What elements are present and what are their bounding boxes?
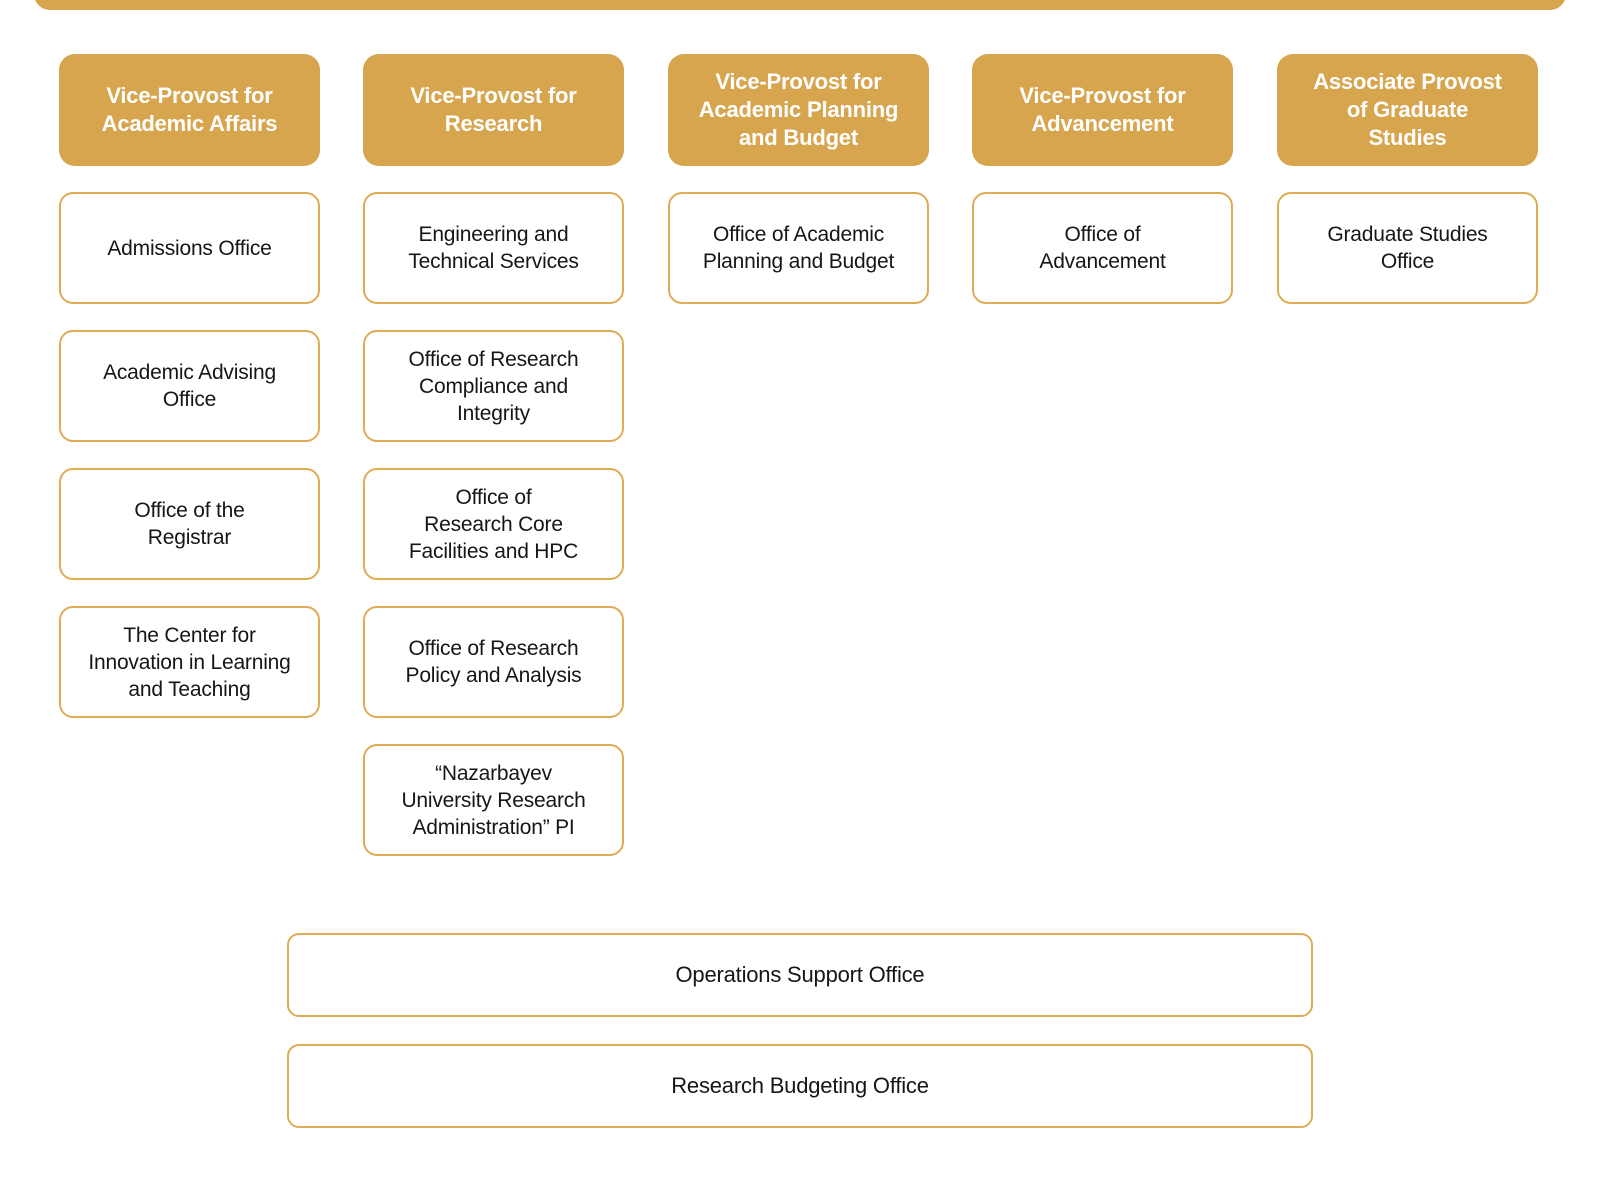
office-box-nu-research-administration-pi: “Nazarbayev University Research Administ… <box>363 744 624 856</box>
header-box-research: Vice-Provost for Research <box>363 54 624 166</box>
office-box-graduate-studies: Graduate Studies Office <box>1277 192 1538 304</box>
office-box-academic-advising: Academic Advising Office <box>59 330 320 442</box>
header-box-advancement: Vice-Provost for Advancement <box>972 54 1233 166</box>
footer-box-operations-support: Operations Support Office <box>287 933 1313 1017</box>
office-box-research-core-facilities-hpc: Office of Research Core Facilities and H… <box>363 468 624 580</box>
column-academic-affairs: Vice-Provost for Academic Affairs Admiss… <box>59 54 320 718</box>
office-box-admissions: Admissions Office <box>59 192 320 304</box>
office-box-research-policy-analysis: Office of Research Policy and Analysis <box>363 606 624 718</box>
office-box-registrar: Office of the Registrar <box>59 468 320 580</box>
footer-box-research-budgeting: Research Budgeting Office <box>287 1044 1313 1128</box>
column-academic-planning-budget: Vice-Provost for Academic Planning and B… <box>668 54 929 304</box>
column-research: Vice-Provost for Research Engineering an… <box>363 54 624 856</box>
header-box-academic-affairs: Vice-Provost for Academic Affairs <box>59 54 320 166</box>
office-box-engineering-technical-services: Engineering and Technical Services <box>363 192 624 304</box>
header-box-academic-planning-budget: Vice-Provost for Academic Planning and B… <box>668 54 929 166</box>
header-box-graduate-studies: Associate Provost of Graduate Studies <box>1277 54 1538 166</box>
column-advancement: Vice-Provost for Advancement Office of A… <box>972 54 1233 304</box>
office-box-advancement: Office of Advancement <box>972 192 1233 304</box>
office-box-innovation-learning-teaching: The Center for Innovation in Learning an… <box>59 606 320 718</box>
clipped-top-bar <box>34 0 1566 10</box>
office-box-academic-planning-budget: Office of Academic Planning and Budget <box>668 192 929 304</box>
column-graduate-studies: Associate Provost of Graduate Studies Gr… <box>1277 54 1538 304</box>
office-box-research-compliance-integrity: Office of Research Compliance and Integr… <box>363 330 624 442</box>
